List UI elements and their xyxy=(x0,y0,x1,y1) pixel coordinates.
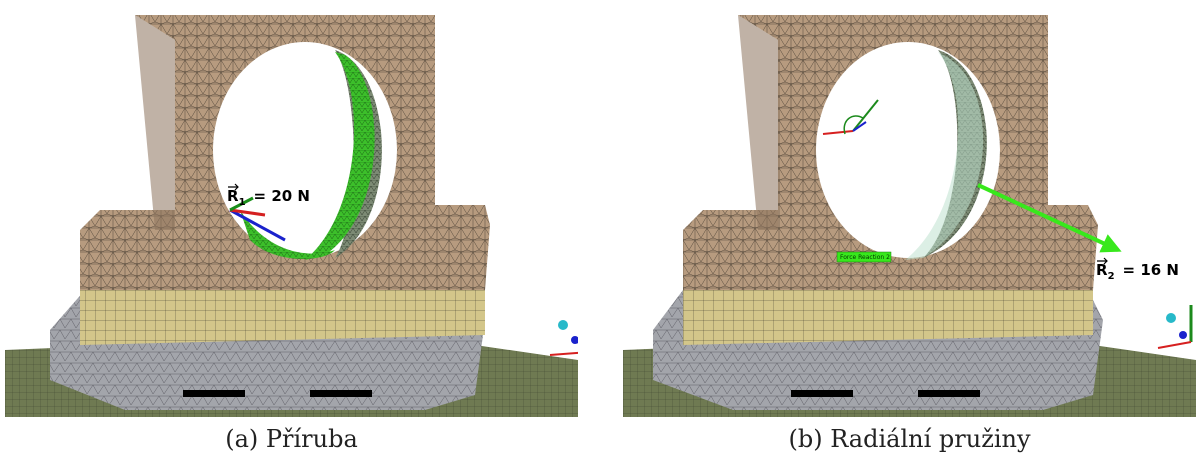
force-label-main: R xyxy=(1096,261,1108,279)
figure-panel-b: Force Reaction 2 R2 = 16 N xyxy=(623,0,1196,417)
force-label-r2: R2 = 16 N xyxy=(1096,261,1179,282)
coordinate-triad-icon xyxy=(549,320,578,356)
force-label-value: = 20 N xyxy=(254,187,310,205)
mesh-render-b: Force Reaction 2 R2 = 16 N xyxy=(623,15,1196,417)
insert-block xyxy=(683,285,1093,345)
force-label-main: R xyxy=(227,187,239,205)
mesh-render-a: R1 = 20 N xyxy=(5,15,578,417)
force-reaction-tag: Force Reaction 2 xyxy=(836,251,892,263)
figure-caption-a: (a) Příruba xyxy=(225,425,358,453)
force-label-sub: 2 xyxy=(1108,271,1115,282)
figure-caption-b: (b) Radiální pružiny xyxy=(788,425,1031,453)
coordinate-triad-icon xyxy=(1157,305,1193,349)
tag-label: Force Reaction 2 xyxy=(840,254,890,261)
highlighted-spring xyxy=(905,52,984,260)
force-label-sub: 1 xyxy=(239,197,246,208)
insert-block xyxy=(80,285,485,345)
force-label-r1: R1 = 20 N xyxy=(227,187,310,208)
local-triad-icon xyxy=(822,99,879,135)
figure-panel-a: R1 = 20 N xyxy=(5,0,578,417)
highlighted-flange xyxy=(305,52,375,260)
force-label-value: = 16 N xyxy=(1123,261,1179,279)
force-arrow xyxy=(977,183,1122,253)
